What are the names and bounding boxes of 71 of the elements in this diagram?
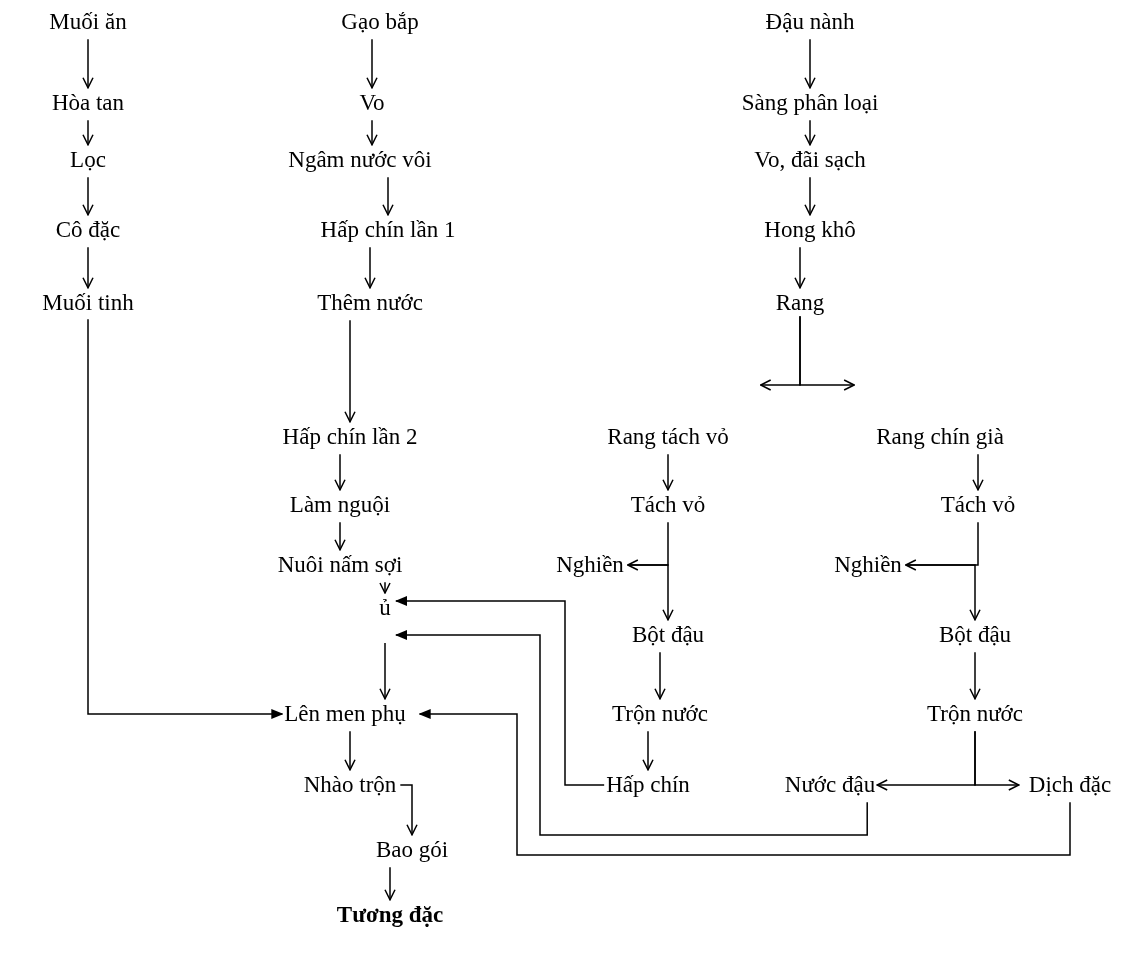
arrow [382, 176, 394, 216]
process-step: Lên men phụ [282, 700, 408, 728]
process-step: Tương đặc [334, 901, 446, 929]
arrow [804, 119, 816, 146]
process-step: Bao gói [373, 836, 451, 864]
process-step: Bột đậu [629, 621, 707, 649]
arrow [344, 730, 356, 771]
process-step: Trộn nước [610, 700, 710, 728]
arrow [334, 521, 346, 551]
arrow [379, 642, 391, 700]
arrow [662, 453, 674, 491]
arrow [799, 315, 855, 391]
process-step: Nghiền [832, 551, 904, 579]
arrow [395, 630, 868, 836]
arrow [366, 38, 378, 89]
arrow [794, 246, 806, 289]
arrow [82, 176, 94, 216]
process-step: Cô đặc [53, 216, 123, 244]
arrow [627, 564, 674, 621]
process-step: Muối tinh [40, 289, 136, 317]
arrow [82, 119, 94, 146]
arrow [969, 651, 981, 700]
arrow [972, 453, 984, 491]
process-step: Rang tách vỏ [605, 423, 731, 451]
process-step: Đậu nành [763, 8, 857, 36]
arrow [418, 709, 1071, 856]
process-step: Hấp chín lần 1 [318, 216, 458, 244]
arrow [87, 318, 284, 719]
process-step: Nuôi nấm sợi [275, 551, 405, 579]
process-step: Nghiền [554, 551, 626, 579]
process-step: Ngâm nước vôi [286, 146, 434, 174]
process-step: Muối ăn [47, 8, 129, 36]
process-step: Sàng phân loại [739, 89, 881, 117]
process-step: Hong khô [762, 216, 858, 244]
arrow [627, 521, 669, 571]
process-step: Bột đậu [936, 621, 1014, 649]
process-step: Rang [773, 289, 827, 317]
arrow [905, 564, 981, 621]
arrow [804, 176, 816, 216]
arrow [399, 784, 418, 836]
arrow [974, 730, 1020, 791]
arrow [654, 651, 666, 700]
arrow [905, 521, 979, 571]
arrow [384, 866, 396, 901]
arrow [379, 581, 391, 594]
process-step: Hấp chín [604, 771, 692, 799]
process-step: Trộn nước [925, 700, 1025, 728]
process-step: Hấp chín lần 2 [280, 423, 420, 451]
arrow [344, 319, 356, 423]
process-step: Tách vỏ [628, 491, 708, 519]
process-step: Nhào trộn [301, 771, 399, 799]
process-step: Gạo bắp [339, 8, 421, 36]
process-step: Thêm nước [315, 289, 425, 317]
arrow [334, 453, 346, 491]
process-step: Lọc [68, 146, 108, 174]
process-step: Dịch đặc [1026, 771, 1114, 799]
arrow [82, 246, 94, 289]
process-step: Làm nguội [287, 491, 393, 519]
arrow [804, 38, 816, 89]
process-step: Nước đậu [782, 771, 878, 799]
arrow [364, 246, 376, 289]
process-step: Tách vỏ [938, 491, 1018, 519]
process-step: Vo, đãi sạch [752, 146, 868, 174]
arrow [395, 596, 605, 786]
process-step: Rang chín già [874, 423, 1006, 451]
arrow [82, 38, 94, 89]
process-step: Hòa tan [49, 89, 127, 117]
arrow [366, 119, 378, 146]
process-step: ủ [374, 595, 396, 639]
process-step: Vo [357, 89, 387, 117]
arrow [642, 730, 654, 771]
